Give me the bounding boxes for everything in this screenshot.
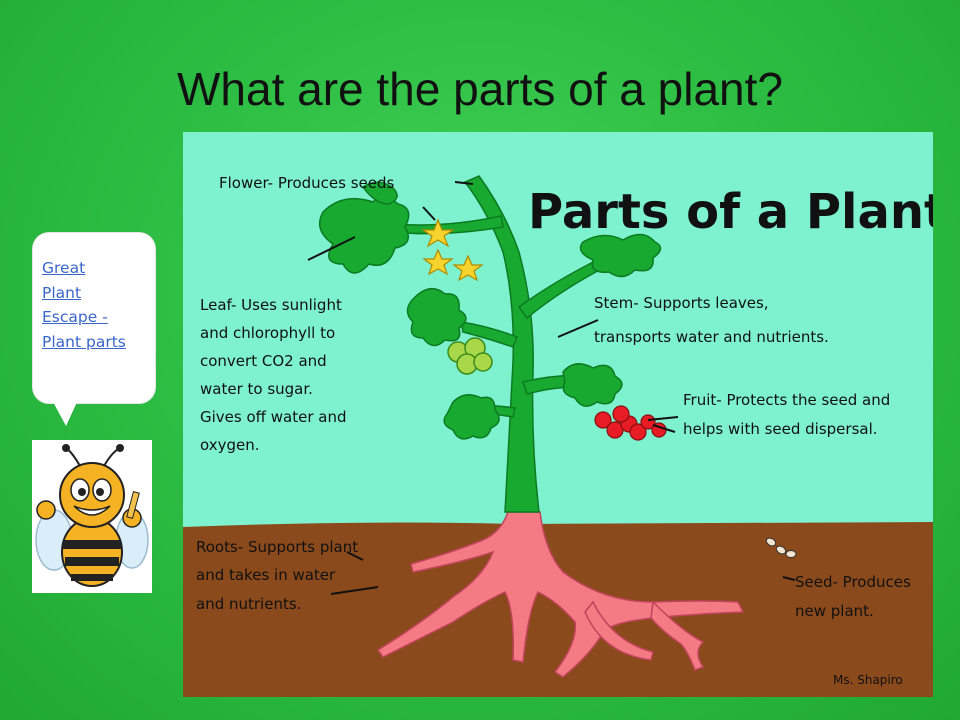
svg-text:Leaf- Uses sunlight: Leaf- Uses sunlight — [200, 296, 342, 314]
roots-illustration — [376, 511, 745, 678]
green-buds-illustration — [447, 337, 493, 375]
svg-text:oxygen.: oxygen. — [200, 436, 260, 454]
speech-bubble — [33, 233, 155, 403]
plant-diagram: Parts of a Plant Flower- Produces seeds … — [183, 132, 933, 697]
seed-label: Seed- Produces new plant. — [795, 573, 911, 620]
svg-text:and chlorophyll to: and chlorophyll to — [200, 324, 335, 342]
svg-text:helps with seed dispersal.: helps with seed dispersal. — [683, 420, 878, 438]
svg-text:Seed- Produces: Seed- Produces — [795, 573, 911, 591]
flowers-illustration — [421, 218, 484, 282]
speech-bubble-tail — [52, 400, 78, 426]
stem-illustration — [392, 175, 608, 513]
svg-text:and nutrients.: and nutrients. — [196, 595, 301, 613]
bee-mascot-frame — [32, 440, 152, 593]
svg-text:and takes in water: and takes in water — [196, 566, 336, 584]
leaves-illustration — [318, 181, 662, 440]
roots-label: Roots- Supports plant and takes in water… — [196, 538, 358, 613]
fruit-label: Fruit- Protects the seed and helps with … — [683, 391, 890, 438]
svg-text:Gives off water and: Gives off water and — [200, 408, 346, 426]
stem-label: Stem- Supports leaves, transports water … — [594, 294, 829, 346]
bee-mascot-icon — [35, 444, 149, 587]
link-line: Great — [42, 259, 86, 277]
svg-text:Roots- Supports plant: Roots- Supports plant — [196, 538, 358, 556]
link-line: Plant — [42, 283, 82, 302]
svg-text:convert CO2 and: convert CO2 and — [200, 352, 327, 370]
diagram-soil — [183, 522, 933, 697]
seeds-illustration — [765, 537, 797, 558]
svg-text:transports water and nutrients: transports water and nutrients. — [594, 328, 829, 346]
diagram-heading: Parts of a Plant — [528, 184, 933, 240]
svg-text:new plant.: new plant. — [795, 602, 874, 620]
plant-parts-link[interactable]: Great Plant Escape - Plant parts — [42, 256, 152, 354]
diagram-sky — [183, 132, 933, 532]
svg-text:Fruit- Protects the seed and: Fruit- Protects the seed and — [683, 391, 890, 409]
link-line: Plant parts — [42, 332, 126, 351]
slide-title: What are the parts of a plant? — [176, 63, 784, 115]
credit-label: Ms. Shapiro — [833, 673, 903, 687]
link-line: Escape - — [42, 308, 108, 326]
fruit-illustration — [594, 405, 667, 441]
flower-label: Flower- Produces seeds — [219, 174, 395, 192]
pointer-lines — [307, 181, 796, 595]
svg-text:Stem- Supports leaves,: Stem- Supports leaves, — [594, 294, 769, 312]
svg-text:water to sugar.: water to sugar. — [200, 380, 313, 398]
leaf-label: Leaf- Uses sunlight and chlorophyll to c… — [200, 296, 346, 454]
